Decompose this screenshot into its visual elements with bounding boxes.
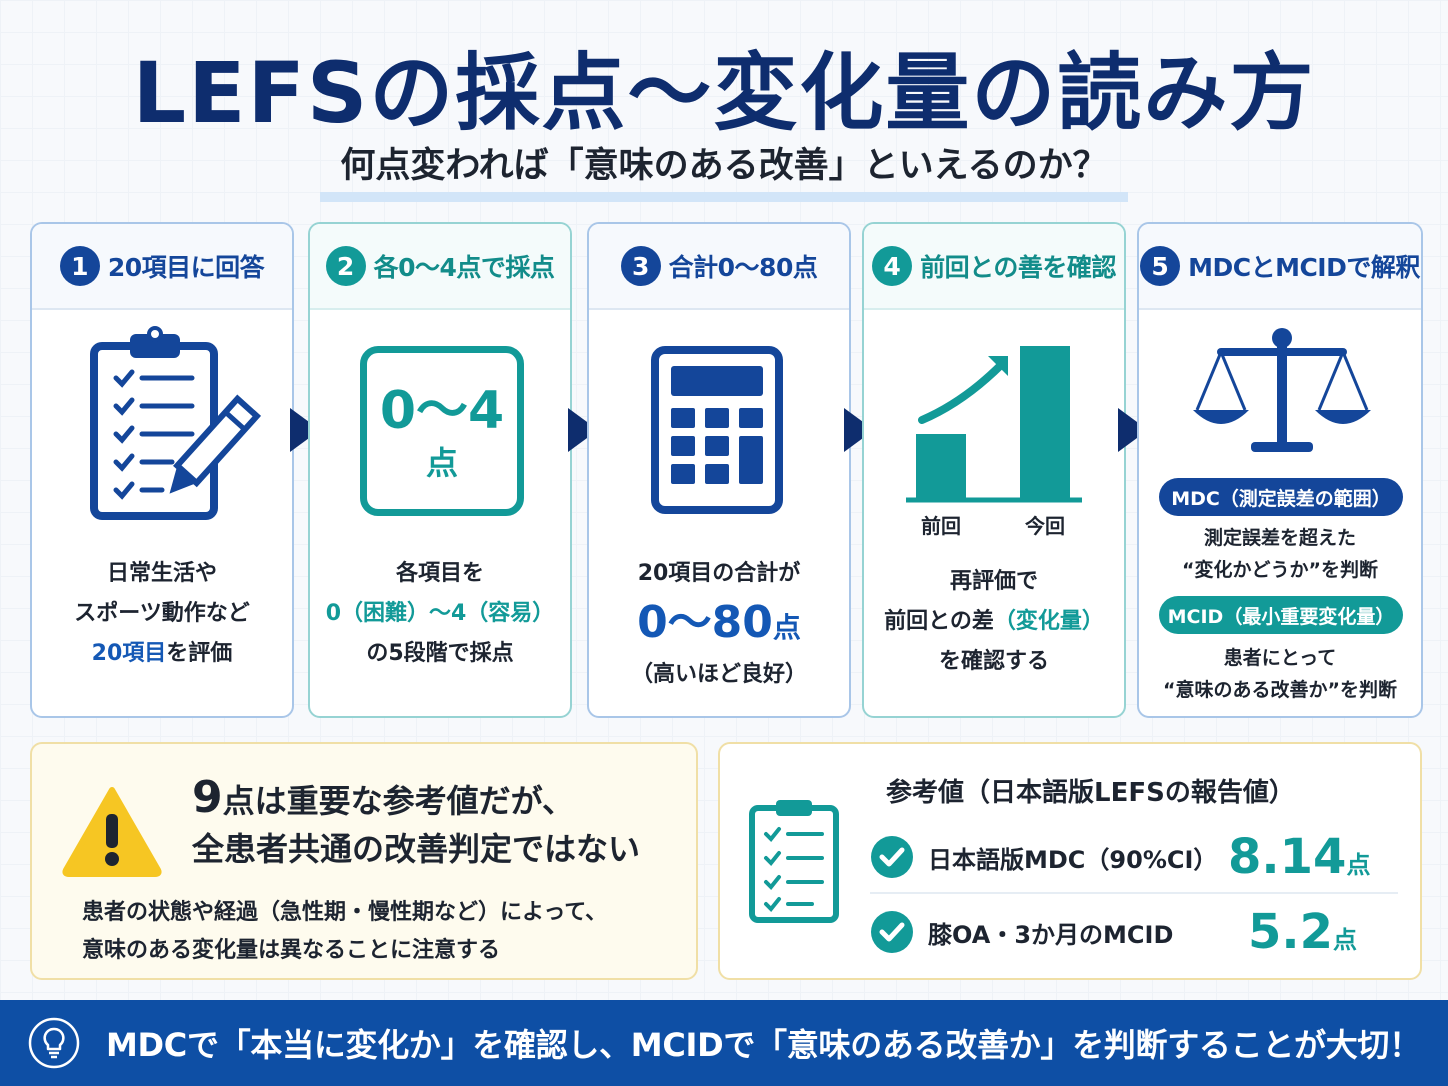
desc-line: スポーツ動作など — [74, 601, 250, 626]
desc-line: 再評価で — [949, 569, 1038, 594]
calculator-icon — [589, 312, 849, 542]
reference-label: 日本語版MDC（90%CI） — [928, 845, 1218, 874]
desc-line: 0〜80点 — [589, 594, 849, 660]
clipboard-pencil-icon — [32, 312, 292, 542]
value-unit: 点 — [1333, 926, 1358, 954]
body-line: 患者の状態や経過（急性期・慢性期など）によって、 — [82, 900, 608, 925]
desc-text: 前回との差 — [884, 609, 994, 634]
step-number: 1 — [59, 246, 100, 286]
desc-highlight: 20項目 — [91, 641, 167, 666]
step-number: 4 — [872, 246, 913, 286]
body-line: 意味のある変化量は異なることに注意する — [82, 938, 501, 963]
reference-label: 膝OA・3か月のMCID — [928, 920, 1174, 949]
step-title: 各0〜4点で採点 — [373, 253, 555, 282]
desc-line: 20項目を評価 — [32, 634, 292, 674]
desc-line: の5段階で採点 — [366, 641, 514, 666]
desc-line: “変化かどうか”を判断 — [1182, 559, 1378, 581]
step-number: 3 — [620, 246, 661, 286]
step-card-3: 3 合計0〜80点 20項目の合計が 0〜80点 （高いほど良好） — [587, 222, 851, 718]
check-circle-icon — [871, 836, 913, 878]
desc-line: （高いほど良好） — [630, 662, 807, 687]
step-header: 3 合計0〜80点 — [589, 224, 849, 310]
step-header: 5 MDCとMCIDで解釈 — [1139, 224, 1421, 310]
step-title: 合計0〜80点 — [668, 253, 818, 282]
mcid-pill: MCID（最小重要変化量） — [1159, 596, 1403, 634]
step-title: MDCとMCIDで解釈 — [1188, 253, 1420, 282]
desc-line: 各項目を — [395, 561, 484, 586]
desc-line: 患者にとって — [1223, 647, 1337, 669]
step-card-1: 1 20項目に回答 日常生活や スポーツ動作など 20項目を評価 — [30, 222, 294, 718]
footer-banner: MDCで「本当に変化か」を確認し、MCIDで「意味のある改善か」を判断することが… — [0, 1000, 1448, 1086]
step-header: 1 20項目に回答 — [32, 224, 292, 310]
step-number: 5 — [1140, 246, 1181, 286]
reference-row: 日本語版MDC（90%CI） 8.14点 — [870, 822, 1398, 894]
total-unit: 点 — [772, 611, 801, 644]
reference-value: 5.2点 — [1248, 904, 1357, 960]
value-number: 5.2 — [1248, 904, 1334, 960]
subtitle-wrap: 何点変われば「意味のある改善」といえるのか？ — [0, 146, 1448, 203]
warning-box: 9点は重要な参考値だが、 全患者共通の改善判定ではない 患者の状態や経過（急性期… — [30, 742, 698, 980]
mdc-pill: MDC（測定誤差の範囲） — [1159, 478, 1403, 516]
footer-text: MDCで「本当に変化か」を確認し、MCIDで「意味のある改善か」を判断することが… — [106, 1026, 1421, 1064]
headline-text: 点は重要な参考値だが、 — [222, 782, 574, 820]
step-title: 前回との善を確認 — [920, 253, 1116, 282]
total-range: 0〜80 — [637, 597, 773, 648]
step-description: 20項目の合計が 0〜80点 （高いほど良好） — [589, 554, 849, 690]
desc-text: を評価 — [166, 641, 233, 666]
step-card-2: 2 各0〜4点で採点 0〜4 点 各項目を 0（困難）〜4（容易） の5段階で採… — [308, 222, 572, 718]
value-unit: 点 — [1346, 851, 1371, 879]
reference-title: 参考値（日本語版LEFSの報告値） — [886, 778, 1295, 808]
reference-box: 参考値（日本語版LEFSの報告値） 日本語版MDC（90%CI） 8.14点 膝… — [718, 742, 1422, 980]
warning-icon — [60, 784, 164, 882]
page-subtitle: 何点変われば「意味のある改善」といえるのか？ — [320, 146, 1128, 203]
step-card-4: 4 前回との善を確認 前回 今回 再評価で 前回との差（変化量） を確認する — [862, 222, 1126, 718]
step-description: 各項目を 0（困難）〜4（容易） の5段階で採点 — [310, 554, 570, 674]
growth-chart-icon: 前回 今回 — [864, 312, 1124, 542]
warning-body: 患者の状態や経過（急性期・慢性期など）によって、 意味のある変化量は異なることに… — [82, 894, 607, 970]
bar-label-before: 前回 — [921, 514, 961, 538]
desc-line: を確認する — [938, 649, 1049, 674]
step-description: 再評価で 前回との差（変化量） を確認する — [864, 562, 1124, 682]
mdc-description: 測定誤差を超えた “変化かどうか”を判断 — [1139, 522, 1421, 586]
step-title: 20項目に回答 — [107, 253, 265, 282]
headline-line: 全患者共通の改善判定ではない — [192, 830, 641, 868]
score-box-icon: 0〜4 点 — [310, 312, 570, 542]
lightbulb-icon — [28, 1017, 80, 1069]
reference-value: 8.14点 — [1228, 829, 1370, 885]
score-range: 0〜4 — [379, 381, 505, 441]
desc-highlight: （変化量） — [993, 609, 1104, 634]
value-number: 8.14 — [1228, 829, 1347, 885]
warning-headline: 9点は重要な参考値だが、 全患者共通の改善判定ではない — [192, 774, 640, 873]
desc-line: 20項目の合計が — [637, 561, 801, 586]
step-card-5: 5 MDCとMCIDで解釈 MDC（測定誤差の範囲） 測定誤差を超えた “変化か… — [1137, 222, 1423, 718]
step-number: 2 — [325, 246, 366, 286]
desc-line: “意味のある改善か”を判断 — [1163, 679, 1397, 701]
page-title: LEFSの採点〜変化量の読み方 — [132, 44, 1316, 142]
desc-line: 日常生活や — [106, 561, 217, 586]
headline-line: 9点は重要な参考値だが、 — [192, 774, 640, 825]
mcid-description: 患者にとって “意味のある改善か”を判断 — [1139, 642, 1421, 706]
step-header: 4 前回との善を確認 — [864, 224, 1124, 310]
desc-highlight: 0（困難）〜4（容易） — [325, 601, 555, 626]
headline-number: 9 — [192, 772, 223, 823]
desc-line: 前回との差（変化量） — [864, 602, 1124, 642]
balance-scale-icon — [1139, 312, 1421, 462]
step-header: 2 各0〜4点で採点 — [310, 224, 570, 310]
clipboard-icon — [746, 798, 842, 930]
reference-row: 膝OA・3か月のMCID 5.2点 — [870, 896, 1398, 968]
desc-line: 測定誤差を超えた — [1203, 527, 1356, 549]
step-description: 日常生活や スポーツ動作など 20項目を評価 — [32, 554, 292, 674]
score-unit: 点 — [425, 444, 458, 482]
bar-label-after: 今回 — [1025, 514, 1065, 538]
check-circle-icon — [871, 911, 913, 953]
